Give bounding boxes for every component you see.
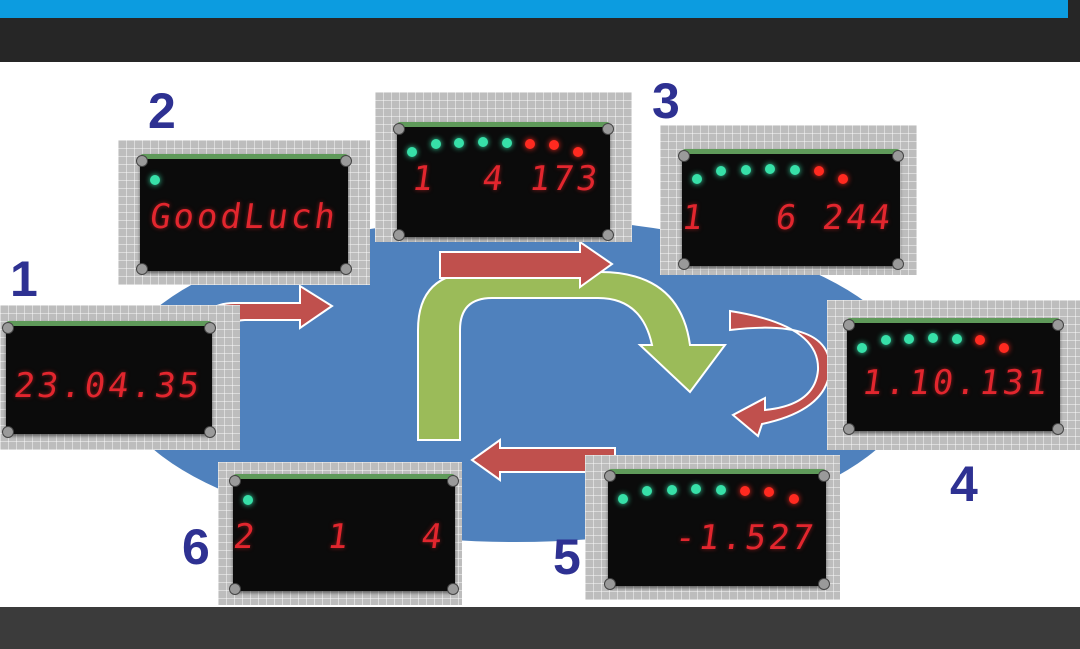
screw-icon [678, 258, 690, 270]
display-3b: 1 6 244 [678, 149, 904, 270]
screw-icon [678, 150, 690, 162]
screw-icon [204, 426, 216, 438]
step-label-3: 3 [652, 73, 680, 129]
status-led-green [789, 165, 800, 175]
display-2: GoodLuch [136, 154, 352, 275]
display-2-text: GoodLuch [147, 197, 341, 237]
status-led-red [525, 139, 536, 149]
screw-icon [229, 583, 241, 595]
status-led-green [666, 485, 677, 495]
status-led-green [928, 333, 939, 343]
screw-icon [340, 263, 352, 275]
screw-icon [393, 229, 405, 241]
screw-icon [2, 426, 14, 438]
screw-icon [818, 470, 830, 482]
step-label-6: 6 [182, 519, 210, 575]
status-led-green [904, 334, 915, 344]
step-2-photo: GoodLuch [118, 140, 370, 285]
status-led-green [740, 165, 751, 175]
status-led-green [765, 164, 776, 174]
screw-icon [1052, 319, 1064, 331]
display-6-text: 2 1 4 [230, 517, 448, 557]
display-4-text: 1.10.131 [859, 363, 1053, 403]
status-led-red [764, 487, 775, 497]
screw-icon [604, 470, 616, 482]
screw-icon [843, 319, 855, 331]
status-led-green [692, 174, 702, 184]
status-led-red [813, 166, 824, 176]
step-4-photo: 1.10.131 [827, 300, 1080, 450]
status-led-red [999, 343, 1010, 353]
step-3a-photo: 1 4 173 [375, 92, 632, 242]
status-led-red [549, 140, 560, 150]
status-led-green [243, 495, 253, 505]
status-led-green [716, 166, 727, 176]
status-led-red [739, 486, 750, 496]
status-led-green [454, 138, 465, 148]
screw-icon [843, 423, 855, 435]
screw-icon [2, 322, 14, 334]
screw-icon [340, 155, 352, 167]
status-led-green [715, 485, 726, 495]
status-led-red [975, 335, 986, 345]
display-5: -1.527 [604, 469, 830, 590]
display-5-text: -1.527 [672, 518, 819, 558]
title-bar [0, 0, 1068, 18]
screw-icon [892, 258, 904, 270]
status-led-green [501, 138, 512, 148]
status-led-green [430, 139, 441, 149]
screw-icon [602, 123, 614, 135]
step-5-photo: -1.527 [585, 455, 840, 600]
screw-icon [1052, 423, 1064, 435]
display-3a: 1 4 173 [393, 122, 614, 241]
status-led-green [880, 335, 891, 345]
footer-bar [0, 607, 1080, 649]
status-led-green [618, 494, 628, 504]
display-3b-text: 1 6 244 [679, 198, 897, 238]
step-label-2: 2 [148, 83, 176, 139]
display-1-text: 23.04.35 [11, 366, 205, 406]
screw-icon [602, 229, 614, 241]
status-led-red [788, 494, 799, 504]
screw-icon [892, 150, 904, 162]
step-3b-photo: 1 6 244 [660, 125, 917, 275]
step-6-photo: 2 1 4 [218, 462, 462, 605]
display-1: 23.04.35 [2, 321, 216, 438]
display-6: 2 1 4 [229, 474, 459, 595]
screw-icon [604, 578, 616, 590]
screw-icon [204, 322, 216, 334]
status-led-green [407, 147, 417, 157]
screw-icon [818, 578, 830, 590]
display-4: 1.10.131 [843, 318, 1064, 435]
step-label-1: 1 [10, 251, 38, 307]
screw-icon [136, 155, 148, 167]
status-led-green [857, 343, 867, 353]
status-led-green [150, 175, 160, 185]
status-led-green [951, 334, 962, 344]
arrow-2-to-3 [439, 240, 614, 289]
status-led-green [691, 484, 702, 494]
display-3a-text: 1 4 173 [409, 159, 603, 199]
screw-icon [447, 475, 459, 487]
screw-icon [393, 123, 405, 135]
step-1-photo: 23.04.35 [0, 305, 240, 450]
screw-icon [136, 263, 148, 275]
status-led-green [478, 137, 489, 147]
status-led-red [838, 174, 849, 184]
screw-icon [447, 583, 459, 595]
step-label-4: 4 [950, 456, 978, 512]
status-led-green [642, 486, 653, 496]
arrow-3-to-4 [729, 309, 832, 438]
status-led-red [572, 147, 583, 157]
screw-icon [229, 475, 241, 487]
step-label-5: 5 [553, 529, 581, 585]
